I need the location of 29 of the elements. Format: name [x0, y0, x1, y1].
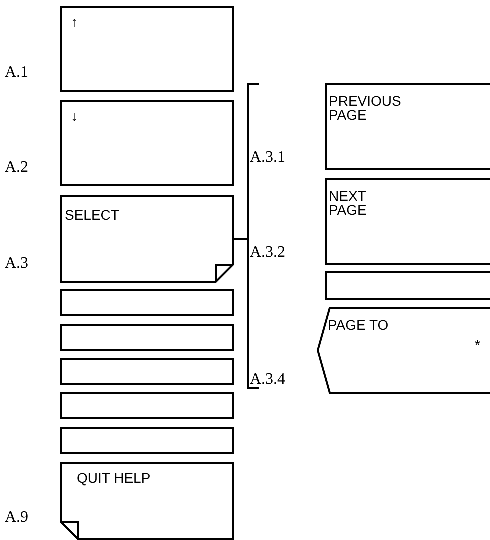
item-number: A.1: [5, 65, 29, 81]
item-number: A.3.1: [250, 150, 286, 166]
menu-label: PREVIOUS PAGE: [329, 94, 399, 122]
menu-box: [318, 308, 490, 393]
menu-box: [326, 84, 490, 169]
empty-box: [326, 272, 490, 299]
menu-box: [61, 463, 233, 539]
item-number: A.3.4: [250, 372, 286, 388]
empty-box: [61, 428, 233, 453]
menu-box: [61, 101, 233, 185]
menu-label: PAGE TO: [328, 318, 389, 332]
menu-label: ↑: [71, 15, 78, 29]
menu-label: ↓: [71, 109, 78, 123]
menu-label: QUIT HELP: [77, 471, 151, 485]
connector-line: [233, 238, 247, 240]
empty-box: [61, 325, 233, 350]
item-number: A.3: [5, 256, 29, 272]
item-number: A.9: [5, 510, 29, 526]
empty-box: [61, 393, 233, 418]
marker-text: *: [475, 338, 480, 352]
item-number: A.3.2: [250, 245, 286, 261]
menu-label: NEXT PAGE: [329, 189, 368, 217]
empty-box: [61, 290, 233, 315]
item-number: A.2: [5, 160, 29, 176]
empty-box: [61, 359, 233, 384]
menu-box: [61, 7, 233, 91]
menu-label: SELECT: [65, 208, 120, 222]
menu-box: [61, 196, 233, 282]
menu-box: [326, 179, 490, 264]
